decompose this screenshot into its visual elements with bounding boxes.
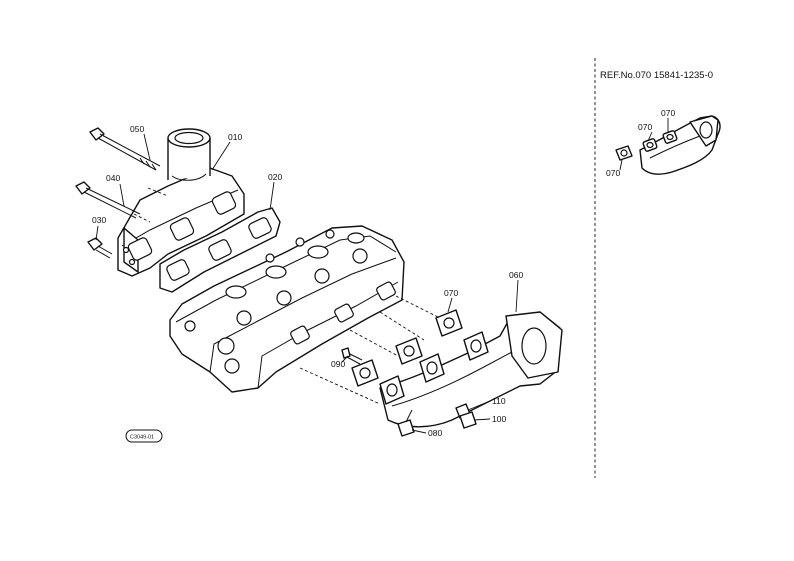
drawing-stamp-text: C3049-01 [130,435,154,441]
part-labels: 050 010 040 020 030 060 070 090 110 100 … [92,124,523,438]
reference-number-text: REF.No.070 15841-1235-0 [600,70,713,81]
exhaust-gaskets [351,309,463,387]
reference-inset-labels: 070 070 070 [606,108,675,178]
reference-inset-manifold [615,115,721,175]
label-040: 040 [106,173,120,183]
stud-090 [341,347,363,365]
label-010: 010 [228,132,242,142]
intake-manifold [117,128,245,277]
nut-100 [459,411,477,429]
ref-label-070-top: 070 [661,108,675,118]
label-030: 030 [92,215,106,225]
label-060: 060 [509,270,523,280]
bolt-080 [397,409,415,437]
intake-gasket [159,207,281,293]
bolt-050 [89,127,161,171]
exhaust-manifold [379,311,563,428]
label-080: 080 [428,428,442,438]
label-020: 020 [268,172,282,182]
ref-label-070-left: 070 [606,168,620,178]
label-050: 050 [130,124,144,134]
label-100: 100 [492,414,506,424]
drawing-stamp: C3049-01 [125,429,163,443]
label-090: 090 [331,359,345,369]
ref-label-070-mid: 070 [638,122,652,132]
bolt-030 [87,237,113,259]
cylinder-head [169,225,405,393]
label-110: 110 [492,396,506,406]
bolt-040 [75,181,141,219]
label-070: 070 [444,288,458,298]
